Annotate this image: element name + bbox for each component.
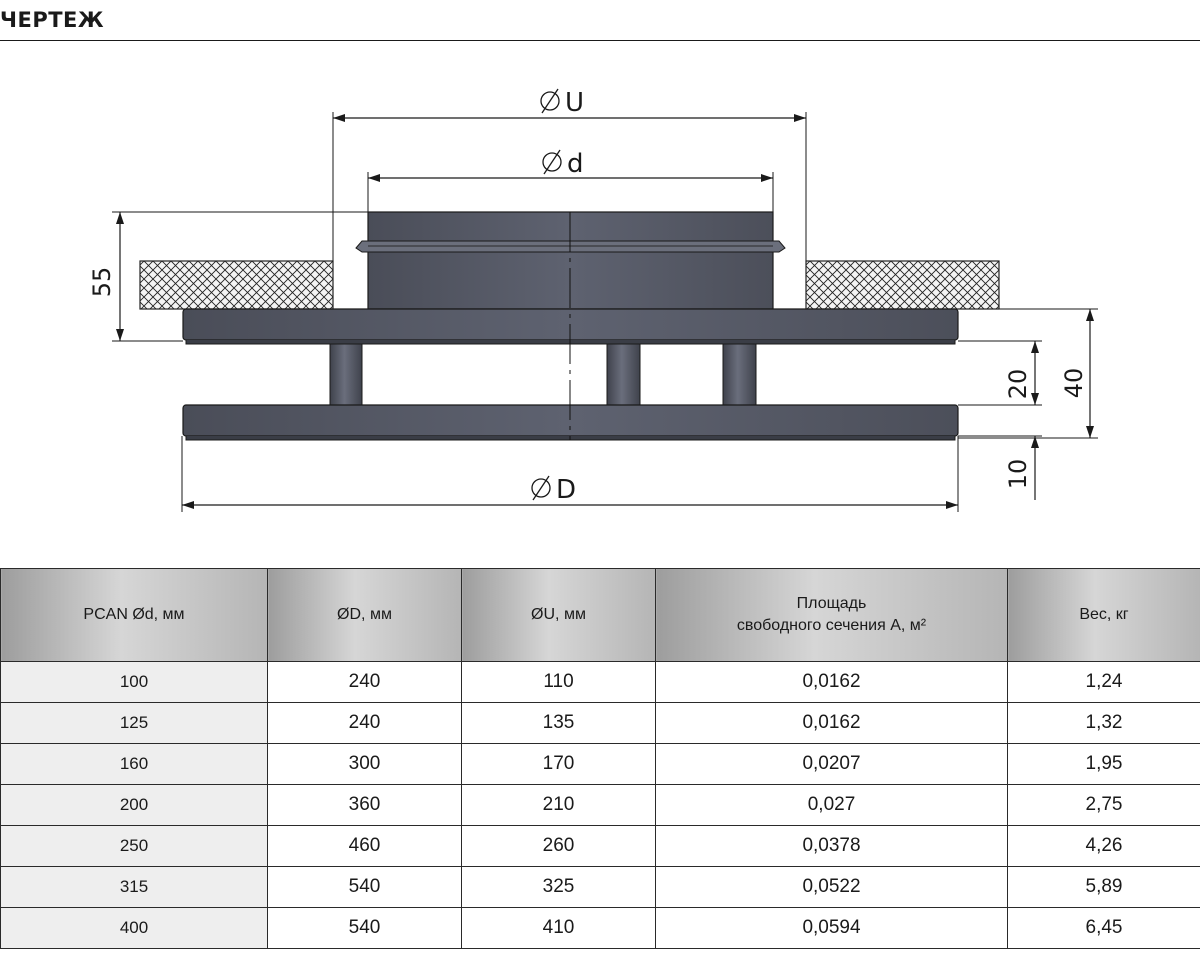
table-cell: 325	[461, 866, 656, 908]
dim-label-U: U	[540, 88, 584, 118]
table-cell: 410	[461, 907, 656, 949]
table-cell: 240	[267, 661, 462, 703]
table-cell: 0,027	[655, 784, 1008, 826]
table-cell: 170	[461, 743, 656, 785]
table-row: 250 460 260 0,0378 4,26	[0, 825, 1200, 867]
technical-drawing: U d D 55 40 20 10	[88, 88, 1098, 512]
table-cell: 540	[267, 907, 462, 949]
table-cell: 240	[267, 702, 462, 744]
table-row: 160 300 170 0,0207 1,95	[0, 743, 1200, 785]
table-cell: 1,95	[1007, 743, 1200, 785]
table-cell: 300	[267, 743, 462, 785]
table-cell: 0,0594	[655, 907, 1008, 949]
table-cell: 1,24	[1007, 661, 1200, 703]
table-cell: 5,89	[1007, 866, 1200, 908]
table-cell: 1,32	[1007, 702, 1200, 744]
table-cell: 260	[461, 825, 656, 867]
table-row: 315 540 325 0,0522 5,89	[0, 866, 1200, 908]
header-cell: ØU, мм	[461, 568, 656, 662]
insulation-left	[139, 260, 334, 310]
insulation-right	[805, 260, 1000, 310]
page-header: ЧЕРТЕЖ	[0, 0, 1200, 41]
table-cell: 360	[267, 784, 462, 826]
table-cell: 200	[0, 784, 268, 826]
table-cell: 160	[0, 743, 268, 785]
spacer-post	[722, 343, 757, 406]
table-cell: 400	[0, 907, 268, 949]
dim-label-40: 40	[1060, 368, 1088, 399]
table-row: 100 240 110 0,0162 1,24	[0, 661, 1200, 703]
page-title: ЧЕРТЕЖ	[0, 8, 105, 32]
dim-label-D: D	[531, 475, 576, 505]
table-cell: 315	[0, 866, 268, 908]
table-cell: 4,26	[1007, 825, 1200, 867]
table-cell: 0,0522	[655, 866, 1008, 908]
table-row: 125 240 135 0,0162 1,32	[0, 702, 1200, 744]
dim-label-d: d	[542, 149, 584, 179]
table-cell: 250	[0, 825, 268, 867]
table-cell: 125	[0, 702, 268, 744]
dim-label-55: 55	[88, 267, 116, 298]
spacer-post	[606, 343, 641, 406]
svg-text:U: U	[565, 88, 584, 118]
table-cell: 2,75	[1007, 784, 1200, 826]
table-cell: 0,0378	[655, 825, 1008, 867]
table-cell: 0,0162	[655, 702, 1008, 744]
header-cell: PCAN Ød, мм	[0, 568, 268, 662]
table-cell: 100	[0, 661, 268, 703]
table-cell: 135	[461, 702, 656, 744]
table-cell: 210	[461, 784, 656, 826]
dim-label-20: 20	[1004, 369, 1032, 400]
spacer-post	[329, 343, 363, 406]
table-cell: 0,0207	[655, 743, 1008, 785]
header-cell: ØD, мм	[267, 568, 462, 662]
table-cell: 540	[267, 866, 462, 908]
table-cell: 0,0162	[655, 661, 1008, 703]
svg-text:d: d	[567, 149, 584, 179]
table-cell: 110	[461, 661, 656, 703]
table-cell: 6,45	[1007, 907, 1200, 949]
table-row: 200 360 210 0,027 2,75	[0, 784, 1200, 826]
header-cell: Вес, кг	[1007, 568, 1200, 662]
table-row: 400 540 410 0,0594 6,45	[0, 907, 1200, 949]
svg-text:D: D	[556, 475, 576, 505]
dim-label-10: 10	[1004, 459, 1032, 490]
table-cell: 460	[267, 825, 462, 867]
